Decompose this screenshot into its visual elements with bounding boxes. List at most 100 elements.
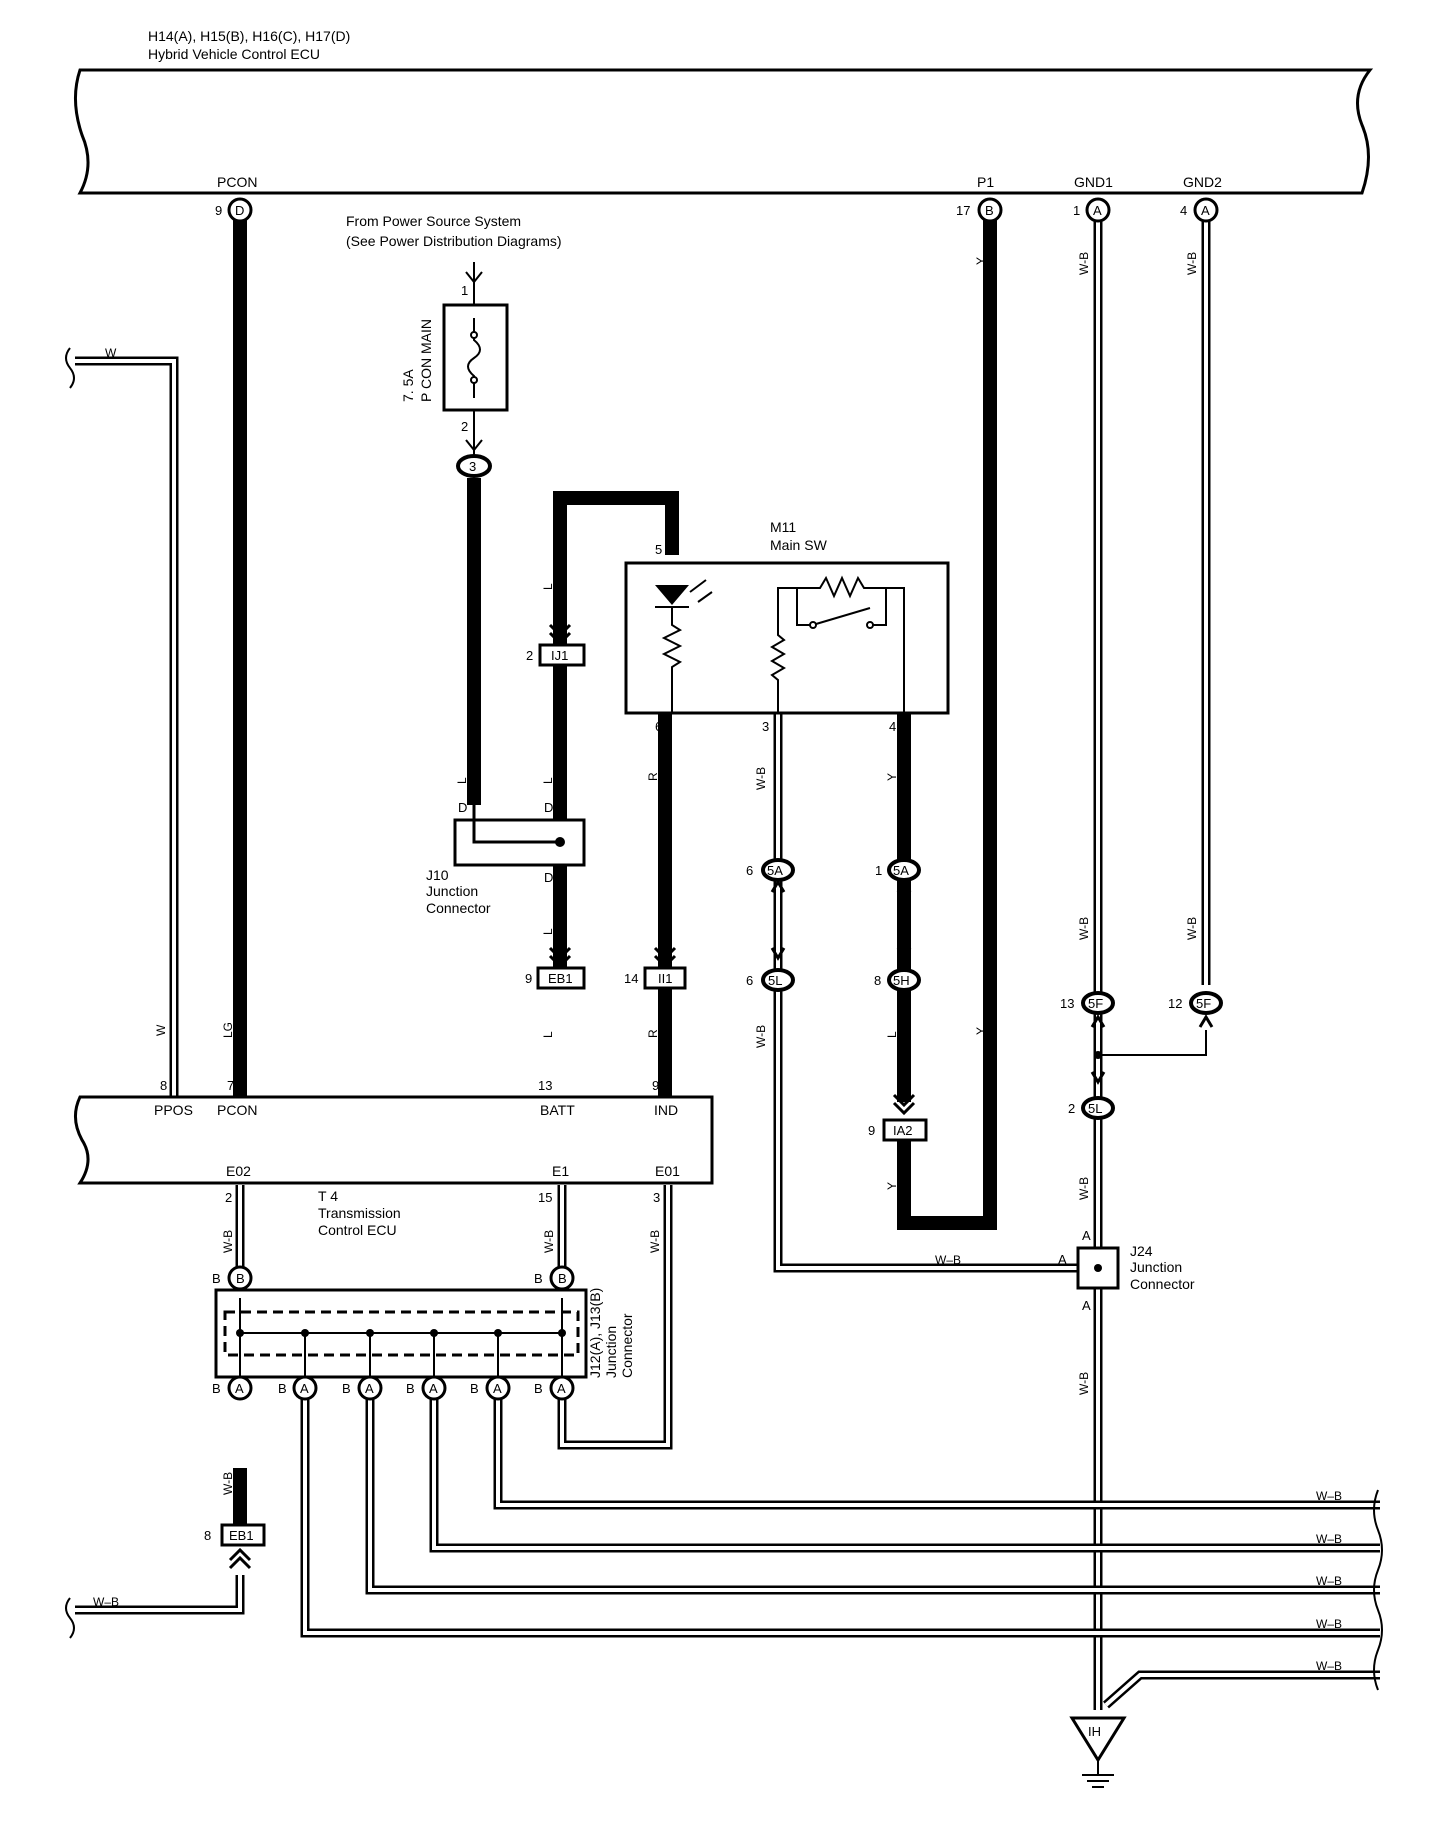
wc-wb-j12-down: W-B [221,1472,235,1495]
wc-lg: LG [221,1022,235,1038]
power-feed-arrow [465,271,483,284]
arrow-5l-right [1090,1071,1106,1085]
ecu-p1-terminal [977,197,1003,223]
j24-line2: Connector [1130,1276,1195,1292]
connector-5f-right-pin: 12 [1168,996,1182,1011]
j10-line1: Junction [426,883,478,899]
ecu-terminal-pcon: PCON [217,174,257,190]
connector-5f-right [1189,991,1223,1015]
ecu-gnd2-conn: A [1201,203,1210,218]
wc-wb-gnd1: W-B [1077,252,1091,275]
wire-sw3-wb-outer [773,713,1078,1273]
j24-id: J24 [1130,1243,1153,1259]
connector-5a-right-pin: 1 [875,863,882,878]
j12-bottom-letter-3: A [365,1381,374,1396]
j12-bottom-side-3: B [342,1381,351,1396]
tcu-ground-e1: E1 [552,1163,569,1179]
wire-gnd-splice [1098,1030,1207,1056]
fuse-rating: 7. 5A [400,369,416,402]
junction-j10: J10 Junction Connector D D D [426,800,586,916]
tcu-line1: Transmission [318,1205,401,1221]
tcu-outline [74,1095,714,1185]
j12-bottom-letter-5: A [493,1381,502,1396]
led-icon [655,585,689,605]
j12-top-left-letter: B [236,1271,245,1286]
hybrid-vehicle-control-ecu: H14(A), H15(B), H16(C), H17(D) Hybrid Ve… [73,28,1374,195]
j12-top-left-terminal [227,1265,253,1291]
wire-sw3-wb-inner [776,713,1078,1270]
j24-line1: Junction [1130,1259,1182,1275]
ecu-name: Hybrid Vehicle Control ECU [148,46,320,62]
tcu-id: T 4 [318,1188,338,1204]
j12-line2: Connector [619,1313,635,1378]
wc-wb-e02: W-B [221,1230,235,1253]
ecu-p1-pin: 17 [956,203,970,218]
ground-ih: IH [1069,1716,1127,1788]
fuse-term-b [470,376,478,384]
arrow-5f-right [1198,1014,1214,1028]
break-wb-left [65,1597,75,1639]
inline-connectors: IJ1 2 EB1 9 II1 14 5A 6 5A 1 5L 6 5H 8 I [204,623,1223,1570]
ecu-connector-ids: H14(A), H15(B), H16(C), H17(D) [148,28,350,44]
wc-wb-e01: W-B [648,1230,662,1253]
wc-y-ia2: Y [885,1182,899,1190]
ecu-terminal-gnd2: GND2 [1183,174,1222,190]
connector-5h-label: 5H [893,973,910,988]
wc-y-p1-low: Y [974,1027,988,1035]
ground-triangle [1069,1716,1127,1763]
wc-l-batt-low: L [541,928,555,935]
power-source-line1: From Power Source System [346,213,521,229]
j12-bottom-side-5: B [470,1381,479,1396]
main-switch-pin-4: 4 [889,719,896,734]
connector-eb1-top-pin: 9 [525,971,532,986]
fuse-out-arrow [465,439,483,452]
ia2-arrow [892,1093,916,1116]
connector-5f-left-pin: 13 [1060,996,1074,1011]
arrows-5a-5l [770,879,786,961]
j10-link [472,805,560,844]
connector-5f-left-label: 5F [1088,996,1103,1011]
switch-contact-a [809,621,817,629]
fuse-name: P CON MAIN [418,319,434,402]
switch-contact-b [866,621,874,629]
tcu-line2: Control ECU [318,1222,397,1238]
fuse-element [467,318,481,398]
j12-bottom-letter-2: A [300,1381,309,1396]
j24-pin-bottom: A [1082,1298,1091,1313]
wc-wb-j24: W–B [935,1253,961,1267]
fuse-connector [456,454,492,478]
main-switch-pin-3: 3 [762,719,769,734]
j10-pin-bottom: D [544,870,553,885]
wc-wb-left: W–B [93,1595,119,1609]
wire-out4-inner [303,1395,1380,1635]
ecu-terminal-p1: P1 [977,174,994,190]
wire-out1-inner [496,1395,1380,1507]
wire-out5-inner [1104,1673,1380,1707]
ecu-pcon-pin: 9 [215,203,222,218]
j12-bottom-side-2: B [278,1381,287,1396]
connector-5l-left [761,968,795,992]
connector-5a-left-label: 5A [767,863,783,878]
j12-top-right-letter: B [558,1271,567,1286]
connector-5l-left-pin: 6 [746,973,753,988]
connector-eb1-top-label: EB1 [548,971,573,986]
switch-contact-right [873,587,905,713]
wc-r-ind-top: R [646,772,660,781]
wc-wb-gnd1-bottom: W-B [1077,1372,1091,1395]
eb1-bottom-arrow [228,1547,252,1570]
j12-bottom-terminal-4 [421,1375,447,1401]
connector-5l-right-pin: 2 [1068,1101,1075,1116]
wire-out3-inner [368,1395,1380,1592]
connector-ia2-pin: 9 [868,1123,875,1138]
wc-l-fuse: L [455,777,469,784]
junction-j12-j13: B B B B A A A A A A B B B B B B J12(A), … [212,1265,635,1401]
tcu-pin-e02: 2 [225,1190,232,1205]
wc-l-batt-top: L [541,583,555,590]
j12-bottom-terminal-2 [292,1375,318,1401]
wc-wb-sw3: W-B [754,767,768,790]
wc-wb-gnd1-mid: W-B [1077,917,1091,940]
ecu-outline [73,68,1374,195]
arrow-5f-left [1090,1014,1106,1028]
j10-line2: Connector [426,900,491,916]
